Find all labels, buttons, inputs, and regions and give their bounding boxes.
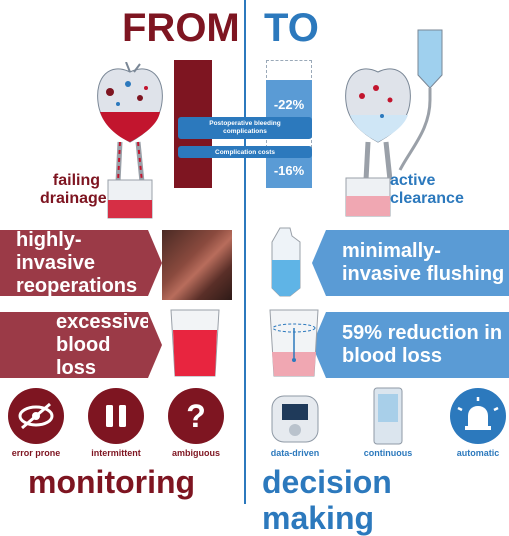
alarm-icon	[450, 388, 506, 444]
header-from: FROM	[122, 6, 240, 50]
sensor-device-icon	[373, 387, 403, 445]
banner-flushing: minimally-invasive flushing	[312, 230, 509, 296]
footer-decision-making: decision making	[262, 464, 392, 536]
monitor-device-icon	[271, 395, 319, 443]
right-bar-fill-top	[266, 80, 312, 120]
pct-costs: -16%	[273, 163, 305, 178]
drainage-label: failing drainage	[40, 172, 107, 207]
icon-label-continuous: continuous	[363, 448, 413, 458]
cost-label: Complication costs	[215, 148, 275, 156]
failing-heart-illustration	[97, 62, 163, 219]
icon-label-ambiguous: ambiguous	[171, 448, 220, 458]
active-heart-illustration	[345, 29, 443, 217]
icon-label-error-prone: error prone	[11, 448, 61, 458]
icon-label-intermittent: intermittent	[91, 448, 141, 458]
banner-blood-loss-text: excessive blood loss	[56, 310, 151, 379]
beaker-low-illustration	[269, 309, 319, 377]
flush-bag-illustration	[271, 227, 301, 297]
banner-reduction: 59% reduction in blood loss	[312, 312, 509, 378]
right-bar-fill-bottom	[266, 155, 312, 188]
banner-reduction-text: 59% reduction in blood loss	[342, 322, 503, 367]
pause-icon	[88, 388, 144, 444]
banner-reoperations: highly-invasive reoperations	[0, 228, 162, 297]
header-to: TO	[264, 6, 319, 50]
bleeding-label: Postoperative bleeding complications	[209, 120, 281, 135]
banner-flushing-text: minimally-invasive flushing	[342, 240, 505, 285]
cost-bar: Complication costs	[178, 146, 312, 158]
banner-blood-loss: excessive blood loss	[0, 310, 162, 379]
question-icon: ?	[168, 388, 224, 444]
icon-label-automatic: automatic	[456, 448, 500, 458]
clearance-label: active clearance	[390, 172, 464, 207]
reoperation-photo	[162, 230, 232, 300]
banner-reoperations-text: highly-invasive reoperations	[16, 228, 138, 297]
beaker-full-illustration	[170, 309, 220, 377]
eye-slash-icon	[8, 388, 64, 444]
pct-bleeding: -22%	[273, 97, 305, 112]
footer-monitoring: monitoring	[28, 464, 196, 500]
bleeding-bar: Postoperative bleeding complications	[178, 117, 312, 139]
icon-label-data-driven: data-driven	[270, 448, 320, 458]
center-divider	[244, 0, 246, 504]
